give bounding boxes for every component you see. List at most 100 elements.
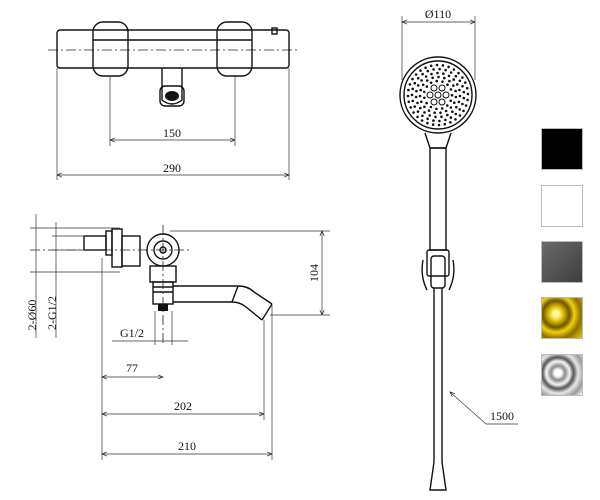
dim-2-g1-2: 2-G1/2: [45, 296, 59, 330]
finish-swatch-gold[interactable]: [541, 297, 583, 339]
spray-dot: [424, 66, 427, 69]
spray-dot: [434, 115, 437, 119]
spray-dot: [437, 75, 440, 79]
spray-dot: [452, 78, 456, 81]
spray-dot: [458, 108, 462, 111]
spray-dot: [432, 68, 435, 71]
spray-dot: [440, 107, 444, 110]
finish-swatch-white[interactable]: [541, 185, 583, 227]
hand-shower: Ø110 1500: [399, 7, 518, 491]
spray-dot: [410, 93, 414, 97]
spray-dot: [416, 76, 420, 80]
spray-dot: [457, 100, 461, 104]
spray-dot: [436, 71, 439, 75]
spray-dot: [443, 122, 447, 126]
spray-dot: [437, 123, 441, 127]
spray-dot: [414, 95, 418, 99]
spray-dot: [441, 64, 445, 67]
spray-dot: [419, 106, 422, 110]
spray-dot: [428, 114, 432, 117]
dim-g1-2: G1/2: [120, 326, 144, 340]
spray-dot: [450, 93, 454, 97]
spray-dot: [426, 79, 429, 82]
spray-dot: [411, 99, 415, 103]
spray-dot: [446, 113, 449, 117]
spray-dot: [461, 84, 464, 88]
spray-dot: [454, 89, 457, 93]
spray-dot: [429, 105, 433, 109]
spray-dot: [457, 71, 460, 75]
spray-dot: [419, 88, 423, 92]
spray-dot: [429, 64, 433, 68]
spray-dot: [446, 104, 449, 107]
finish-swatch-gunmetal[interactable]: [541, 241, 583, 283]
spray-dot: [421, 83, 425, 87]
spray-dot: [418, 94, 422, 98]
dim-150: 150: [163, 126, 181, 140]
spray-dot: [438, 67, 441, 71]
finish-swatch-chrome[interactable]: [541, 354, 583, 396]
spray-dot: [408, 83, 412, 86]
spray-dot: [419, 69, 422, 72]
spray-dot: [426, 121, 429, 125]
spray-dot: [449, 99, 453, 103]
spray-dot: [447, 74, 451, 78]
dim-dia-110: Ø110: [425, 7, 451, 21]
spray-dot: [424, 75, 428, 78]
spray-dot: [406, 94, 410, 98]
dim-210: 210: [178, 439, 196, 453]
spray-dot: [449, 71, 453, 74]
spray-dot: [446, 83, 449, 86]
spray-dot: [461, 102, 464, 106]
spray-dot: [449, 88, 453, 91]
spray-dot: [453, 101, 456, 104]
spray-dot: [415, 89, 418, 93]
spray-dot: [454, 118, 457, 121]
spray-dot: [426, 117, 429, 121]
spray-dot: [413, 105, 417, 108]
spray-dot: [444, 109, 448, 113]
spray-dot: [420, 100, 423, 104]
spray-dot: [432, 119, 435, 122]
spray-dot: [442, 72, 445, 75]
spray-dot: [411, 77, 414, 81]
spray-dot: [430, 72, 433, 76]
spray-dot: [431, 123, 435, 126]
finish-swatch-black[interactable]: [541, 128, 583, 170]
top-view: 150 290: [48, 21, 300, 180]
spray-dot: [416, 110, 420, 113]
spray-dot: [464, 104, 468, 107]
spray-dot: [409, 106, 413, 109]
dim-77: 77: [126, 361, 138, 375]
spray-dot: [454, 112, 458, 116]
spray-dot: [426, 69, 430, 73]
dim-202: 202: [174, 399, 192, 413]
spray-dot: [423, 111, 426, 114]
spray-dot: [444, 68, 447, 72]
spray-dot: [443, 76, 446, 80]
spray-dot: [452, 84, 455, 87]
spray-dot: [458, 94, 462, 98]
dim-290: 290: [163, 161, 181, 175]
spray-dot: [458, 79, 462, 83]
spray-dot: [465, 86, 469, 90]
spray-dot: [416, 84, 420, 87]
spray-dot: [438, 119, 441, 123]
spray-dot: [458, 88, 461, 92]
spray-dot: [416, 115, 419, 119]
spray-dot: [407, 88, 410, 92]
spray-dot: [414, 73, 418, 76]
spray-dot: [421, 114, 424, 118]
spray-dot: [439, 111, 442, 115]
spray-dot: [423, 90, 426, 94]
spray-dot: [462, 90, 466, 94]
spray-dot: [425, 101, 428, 105]
spray-dot: [431, 76, 434, 80]
spray-dot: [452, 68, 456, 71]
dim-1500: 1500: [490, 409, 514, 423]
spray-dot: [449, 116, 453, 119]
spray-dot: [407, 100, 411, 104]
spray-dot: [441, 80, 444, 83]
spray-nozzles: [406, 63, 470, 127]
spray-dot: [435, 79, 439, 83]
